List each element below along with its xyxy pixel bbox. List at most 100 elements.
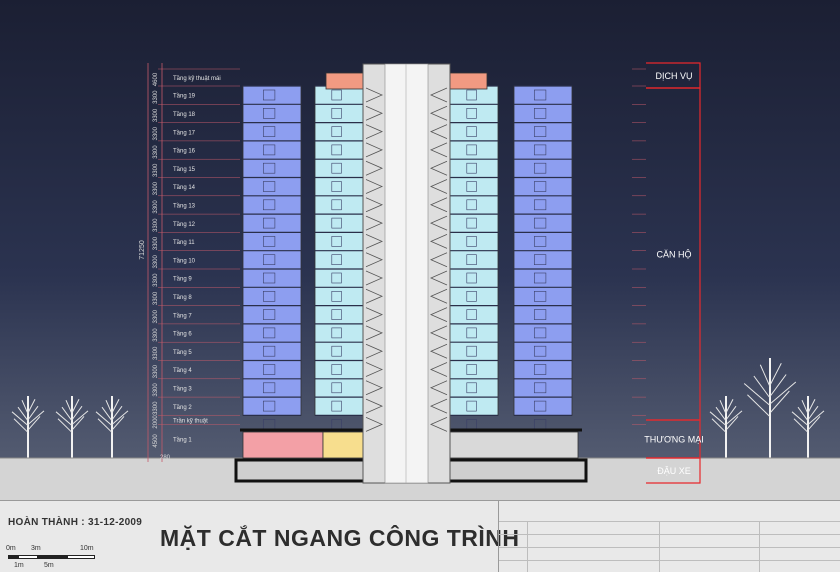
tree-branch — [743, 383, 771, 406]
floor-label: Tầng 15 — [173, 167, 196, 173]
stair-flight — [365, 398, 383, 414]
floor-dim-value: 3300 — [153, 255, 159, 269]
floor-label: Tầng 2 — [173, 405, 192, 411]
dimension-chain: 7125046003300330033003300330033003300330… — [139, 63, 646, 462]
window-frame — [262, 162, 276, 174]
grid-rule — [499, 521, 840, 522]
window-frame — [331, 272, 342, 284]
window-frame — [466, 144, 477, 156]
window-frame — [466, 126, 477, 137]
window-frame — [262, 382, 276, 394]
window-frame — [262, 254, 276, 265]
floor-label: Tầng 7 — [173, 313, 192, 319]
tree-branch — [759, 364, 771, 387]
floor-dim-value: 3300 — [153, 218, 159, 232]
window-frame — [466, 181, 477, 192]
window-frame — [262, 89, 276, 101]
window-frame — [331, 108, 342, 119]
window-frame — [466, 254, 477, 265]
tree-branch — [111, 405, 123, 421]
window-frame — [533, 126, 547, 137]
window-frame — [533, 272, 547, 284]
window-frame — [466, 382, 477, 394]
floor-label: Tầng 5 — [173, 350, 192, 356]
floor-label: Tầng 16 — [173, 149, 196, 155]
window-frame — [466, 89, 477, 101]
tree-branch — [801, 399, 809, 415]
tree-branch — [27, 405, 39, 421]
floor-label: Tầng 8 — [173, 295, 192, 301]
window-frame — [466, 217, 477, 229]
window-frame — [262, 199, 276, 211]
stair-flight — [430, 142, 448, 158]
window-frame — [533, 327, 547, 339]
window-frame — [331, 364, 342, 375]
floor-label: Tầng 11 — [173, 240, 195, 246]
stair-flight — [430, 325, 448, 341]
stair-flight — [430, 398, 448, 414]
stair-flight — [365, 343, 383, 359]
stair-flight — [430, 380, 448, 396]
window-frame — [533, 199, 547, 211]
zone-label-thuong-mai: THƯƠNG MẠI — [644, 435, 703, 445]
title-block: HOÀN THÀNH : 31-12-2009 MẶT CẮT NGANG CÔ… — [0, 500, 840, 572]
building-section-drawing: 7125046003300330033003300330033003300330… — [0, 0, 840, 500]
tree-branch — [61, 406, 73, 422]
stair-flight — [430, 87, 448, 103]
window-frame — [262, 217, 276, 229]
tree-branch — [797, 406, 809, 422]
stair-flight — [365, 160, 383, 176]
stair-flight — [365, 252, 383, 268]
grid-rule — [659, 521, 660, 572]
floor-label: Tầng 1 — [173, 437, 192, 443]
scale-segment — [37, 555, 67, 559]
scale-segment — [67, 555, 95, 559]
floor-label: Trần kỹ thuật — [173, 418, 208, 424]
floor-dim-value: 3300 — [153, 273, 159, 287]
stair-flight — [365, 417, 383, 432]
window-frame — [466, 162, 477, 174]
window-frame — [533, 345, 547, 357]
floor-dim-value: 3300 — [153, 200, 159, 214]
stair-flight — [365, 179, 383, 194]
tree — [11, 396, 45, 458]
floor-dim-value: 2000 — [153, 415, 159, 429]
stair-flight — [430, 288, 448, 304]
window-frame — [533, 89, 547, 101]
tree-branch — [27, 410, 45, 425]
window-frame — [466, 290, 477, 302]
tree-branch — [101, 406, 113, 422]
tree-branch — [807, 399, 816, 414]
tree-branch — [793, 418, 809, 433]
scale-bar: 0m 3m 10m 1m 5m — [6, 545, 102, 571]
tree-branch — [57, 418, 73, 433]
window-frame — [262, 108, 276, 119]
floor-label: Tầng kỹ thuật mái — [173, 76, 221, 82]
overall-dim-value: 71250 — [139, 240, 146, 260]
grid-rule — [499, 534, 840, 535]
floor-dim-value: 3300 — [153, 181, 159, 195]
floor-dim-value: 3300 — [153, 291, 159, 305]
stair-flight — [365, 142, 383, 158]
window-frame — [533, 254, 547, 265]
tree-branch — [65, 399, 73, 415]
stair-flight — [430, 197, 448, 213]
window-frame — [331, 382, 342, 394]
roof-service-room — [325, 72, 364, 90]
commercial-space — [449, 431, 579, 459]
window-frame — [466, 345, 477, 357]
window-frame — [262, 345, 276, 357]
scale-segment — [8, 555, 18, 559]
tree-branch — [13, 418, 29, 433]
tree-branch — [725, 410, 743, 425]
tree-branch — [27, 399, 36, 414]
tree-branch — [95, 411, 113, 426]
stair-flight — [365, 124, 383, 139]
window-frame — [466, 400, 477, 412]
stair-flight — [365, 87, 383, 103]
tree-branch — [71, 416, 85, 431]
floor-dim-value: 4600 — [153, 72, 159, 86]
window-frame — [533, 382, 547, 394]
tree-branch — [725, 399, 734, 414]
scale-label-3m: 3m — [31, 545, 41, 552]
